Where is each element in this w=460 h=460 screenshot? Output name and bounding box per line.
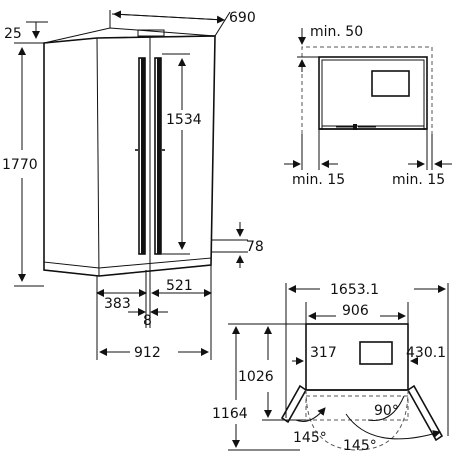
- dim-rear-label: min. 50: [310, 24, 363, 40]
- dim-body-width-label: 906: [342, 303, 369, 319]
- dim-top-offset: 25: [4, 21, 48, 44]
- dim-handle: 1534: [162, 53, 202, 255]
- fridge-base: [43, 257, 212, 277]
- right-handle-shade: [157, 58, 161, 254]
- dim-top-offset-label: 25: [4, 26, 22, 42]
- left-door-open: [280, 384, 308, 424]
- front-left-edge: [96, 37, 100, 277]
- arc-right: [345, 413, 441, 440]
- wall-outline: [301, 46, 433, 134]
- dim-left-width-label: 383: [104, 296, 131, 312]
- dim-gap-label: 8: [143, 313, 152, 329]
- appliance-top-body: [318, 56, 428, 130]
- sweep-left: [305, 389, 359, 451]
- dim-height: 1770: [2, 42, 44, 287]
- dim-depth: 690: [109, 10, 256, 37]
- dim-left-side-label: min. 15: [292, 172, 345, 188]
- top-vent: [137, 29, 165, 37]
- fridge-top: [43, 27, 216, 44]
- plan-display: [359, 341, 393, 365]
- dim-right-width-label: 521: [166, 278, 193, 294]
- sweep-right: [355, 389, 409, 451]
- top-clearance-view: min. 50 min. 15 min. 15: [284, 24, 452, 188]
- fridge-body: [43, 35, 216, 277]
- right-door-open: [406, 384, 444, 442]
- dim-depth-open-label: 1164: [212, 406, 248, 422]
- display-panel: [371, 70, 410, 97]
- angle-right-label: 145°: [343, 438, 377, 454]
- left-handle-shade: [141, 58, 145, 254]
- dim-depth-label: 690: [229, 10, 256, 26]
- arc-mid: [367, 395, 405, 421]
- angle-left-label: 145°: [293, 430, 327, 446]
- dim-depth-closed-label: 1026: [238, 369, 274, 385]
- dim-handle-label: 1534: [166, 112, 202, 128]
- door-opening-plan: 145° 145° 90° 1653.1 906 317 430.1 1026 …: [212, 282, 449, 454]
- dim-base-label: 78: [246, 239, 264, 255]
- appliance-inner: [321, 59, 425, 127]
- fridge-front-view: [43, 27, 216, 277]
- arc-left: [295, 407, 326, 422]
- door-sweep-rect: [305, 395, 409, 421]
- dim-right-side-label: min. 15: [392, 172, 445, 188]
- angle-mid-label: 90°: [374, 403, 399, 419]
- dim-height-label: 1770: [2, 157, 38, 173]
- dim-left-clearance-label: 317: [310, 345, 337, 361]
- dim-right-clearance-label: 430.1: [406, 345, 446, 361]
- dim-overall-width-label: 1653.1: [330, 282, 379, 298]
- dim-total-width-label: 912: [134, 345, 161, 361]
- dim-base: 78: [211, 222, 264, 268]
- dim-widths: 383 521 8 912: [96, 265, 212, 361]
